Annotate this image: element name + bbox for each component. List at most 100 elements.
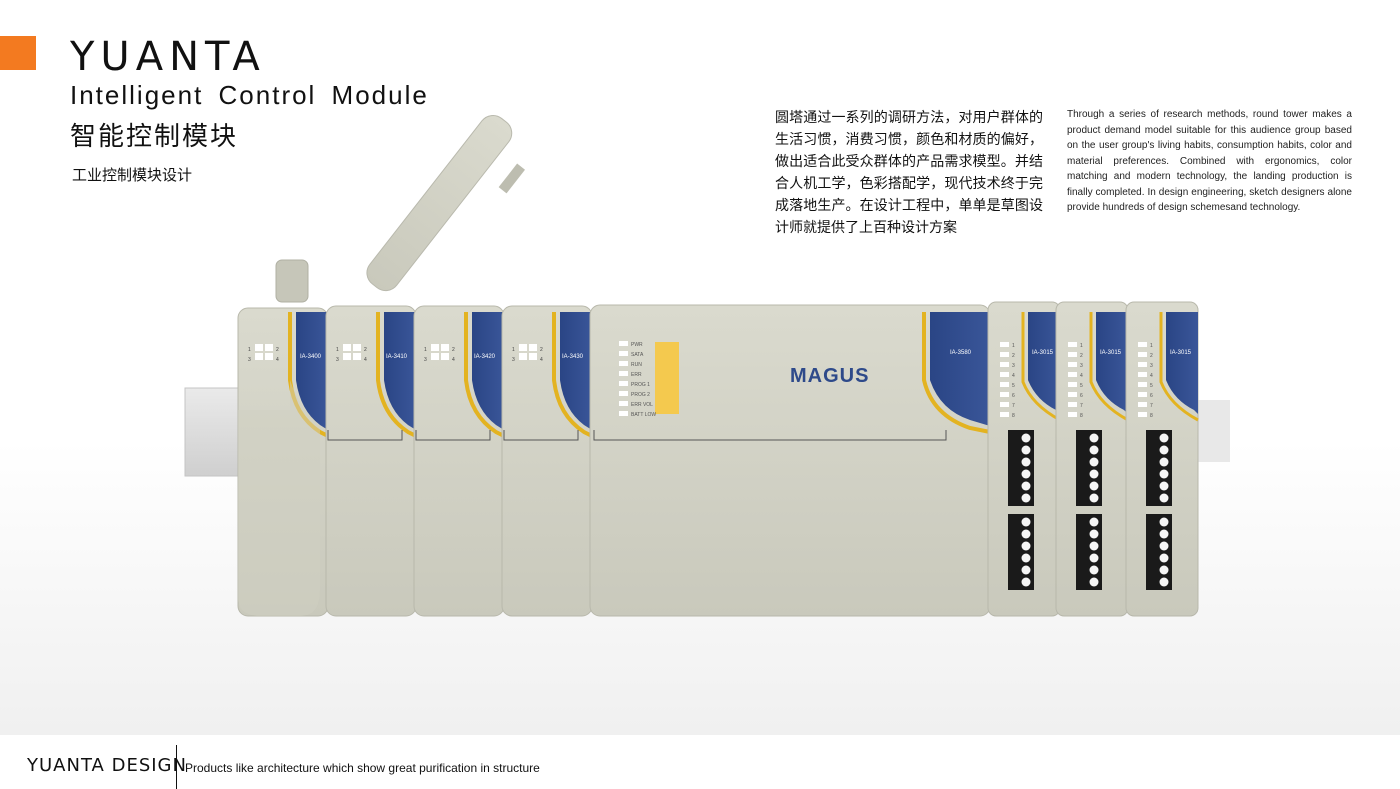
svg-text:IA-3580: IA-3580 — [950, 350, 972, 356]
terminal-screw — [1159, 433, 1169, 443]
channel-led — [1068, 362, 1077, 367]
terminal-screw — [1159, 529, 1169, 539]
channel-number: 7 — [1080, 403, 1083, 409]
terminal-screw — [1159, 457, 1169, 467]
channel-led — [1138, 362, 1147, 367]
channel-led — [1068, 372, 1077, 377]
svg-text:ERR: ERR — [631, 372, 642, 378]
terminal-screw — [1159, 493, 1169, 503]
channel-led — [1138, 352, 1147, 357]
channel-number: 6 — [1150, 393, 1153, 399]
channel-number: 1 — [1150, 343, 1153, 349]
svg-text:PROG 2: PROG 2 — [631, 392, 650, 398]
terminal-screw — [1159, 445, 1169, 455]
terminal-screw — [1021, 517, 1031, 527]
svg-text:4: 4 — [452, 357, 455, 363]
svg-text:4: 4 — [540, 357, 543, 363]
channel-led — [1000, 342, 1009, 347]
terminal-screw — [1021, 457, 1031, 467]
terminal-screw — [1089, 481, 1099, 491]
channel-led — [1138, 382, 1147, 387]
channel-led — [1068, 342, 1077, 347]
terminal-block — [1146, 430, 1172, 506]
terminal-screw — [1089, 433, 1099, 443]
svg-text:SATA: SATA — [631, 352, 644, 358]
description-english: Through a series of research methods, ro… — [1067, 109, 1352, 213]
channel-number: 3 — [1150, 363, 1153, 369]
channel-number: 7 — [1012, 403, 1015, 409]
terminal-screw — [1021, 553, 1031, 563]
terminal-screw — [1089, 529, 1099, 539]
svg-text:IA-3410: IA-3410 — [386, 354, 408, 360]
svg-text:1: 1 — [424, 347, 427, 353]
control-module-illustration: IA-3400 1 2 3 4 IA-3410 1 2 3 4 IA-3420 … — [184, 114, 1230, 617]
module-ia-3400: IA-3400 1 2 3 4 — [237, 307, 329, 617]
antenna — [275, 114, 526, 303]
channel-number: 8 — [1080, 413, 1083, 419]
svg-text:3: 3 — [424, 357, 427, 363]
terminal-screw — [1021, 433, 1031, 443]
channel-led — [1068, 392, 1077, 397]
svg-text:BATT LOW: BATT LOW — [631, 412, 656, 418]
channel-led — [1068, 402, 1077, 407]
svg-text:4: 4 — [364, 357, 367, 363]
svg-text:2: 2 — [452, 347, 455, 353]
terminal-screw — [1159, 517, 1169, 527]
terminal-block — [1008, 430, 1034, 506]
svg-text:RUN: RUN — [631, 362, 642, 368]
terminal-screw — [1021, 445, 1031, 455]
channel-number: 8 — [1150, 413, 1153, 419]
svg-text:2: 2 — [276, 347, 279, 353]
module-label: IA-3015 — [1100, 350, 1122, 356]
channel-led — [1000, 382, 1009, 387]
channel-led — [1000, 352, 1009, 357]
terminal-screw — [1089, 445, 1099, 455]
svg-text:2: 2 — [540, 347, 543, 353]
terminal-screw — [1159, 541, 1169, 551]
svg-text:1: 1 — [336, 347, 339, 353]
terminal-screw — [1021, 469, 1031, 479]
channel-number: 3 — [1012, 363, 1015, 369]
footer-brand: YUANTA DESIGN — [27, 755, 187, 776]
terminal-screw — [1089, 469, 1099, 479]
terminal-screw — [1159, 553, 1169, 563]
magus-logo: MAGUS — [790, 365, 869, 387]
channel-led — [1000, 362, 1009, 367]
terminal-screw — [1021, 541, 1031, 551]
tagline-chinese: 工业控制模块设计 — [72, 167, 193, 184]
channel-led — [1068, 412, 1077, 417]
status-led-list: PWR SATA RUN ERR PROG 1 PROG 2 ERR VOL B… — [619, 341, 656, 418]
terminal-screw — [1089, 541, 1099, 551]
channel-led — [1068, 352, 1077, 357]
footer-slogan: Products like architecture which show gr… — [185, 761, 540, 775]
brand-title: YUANTA — [70, 34, 266, 80]
terminal-screw — [1089, 493, 1099, 503]
channel-number: 1 — [1012, 343, 1015, 349]
channel-led — [1138, 412, 1147, 417]
channel-number: 6 — [1080, 393, 1083, 399]
channel-number: 1 — [1080, 343, 1083, 349]
svg-text:3: 3 — [336, 357, 339, 363]
terminal-screw — [1089, 553, 1099, 563]
channel-number: 8 — [1012, 413, 1015, 419]
module-ia-3580: IA-3580 MAGUS PWR SATA RUN ERR PROG 1 PR… — [589, 304, 991, 617]
orange-accent-block — [0, 36, 36, 70]
channel-led — [1000, 392, 1009, 397]
channel-number: 5 — [1080, 383, 1083, 389]
svg-text:1: 1 — [512, 347, 515, 353]
channel-number: 4 — [1012, 373, 1015, 379]
svg-text:ERR VOL: ERR VOL — [631, 402, 653, 408]
channel-led — [1138, 402, 1147, 407]
channel-led — [1000, 412, 1009, 417]
svg-text:IA-3430: IA-3430 — [562, 354, 584, 360]
module-label: IA-3015 — [1170, 350, 1192, 356]
terminal-screw — [1021, 565, 1031, 575]
channel-led — [1000, 372, 1009, 377]
footer-divider — [176, 745, 177, 789]
svg-text:IA-3420: IA-3420 — [474, 354, 496, 360]
svg-text:2: 2 — [364, 347, 367, 353]
led-panel — [655, 342, 679, 414]
